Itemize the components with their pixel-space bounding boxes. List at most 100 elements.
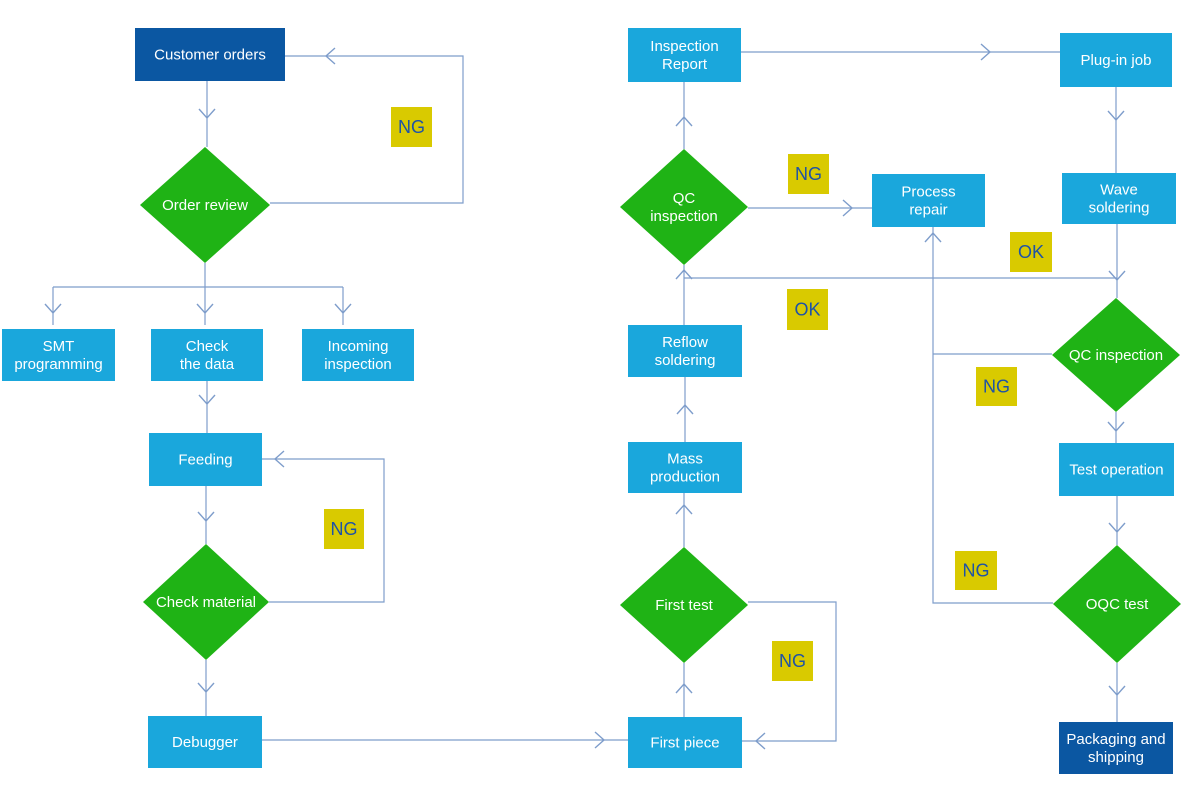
node-order-review: Order review bbox=[140, 147, 270, 263]
qc-inspection-right-diamond bbox=[1052, 298, 1180, 412]
node-customer-orders: Customer orders bbox=[135, 28, 285, 81]
plug-in-job-box bbox=[1060, 33, 1172, 87]
e-checkmat-ng-loop-arrowhead-left-icon bbox=[273, 450, 285, 468]
node-debugger: Debugger bbox=[148, 716, 262, 768]
e-oqc-to-packaging-arrowhead-down-icon bbox=[1108, 685, 1126, 697]
oqc-test-diamond bbox=[1053, 545, 1181, 663]
ng-oqc-label: NG bbox=[963, 561, 990, 581]
e-report-to-plugin-arrowhead-right-icon bbox=[980, 43, 992, 61]
e-qcmid-ng-to-repair-arrowhead-right-icon bbox=[842, 199, 854, 217]
test-operation-label: Test operation bbox=[1069, 462, 1163, 479]
test-operation-box bbox=[1059, 443, 1174, 496]
incoming-inspection-box bbox=[302, 329, 414, 381]
feeding-label: Feeding bbox=[178, 452, 232, 469]
e-checkmat-ng-loop bbox=[262, 458, 385, 603]
ng-order-review-label: NG bbox=[398, 117, 425, 137]
e-orders-to-review-arrowhead-down-icon bbox=[198, 108, 216, 120]
ng-first-test-box bbox=[772, 641, 813, 681]
ng-qc-right-label: NG bbox=[983, 377, 1010, 397]
ng-check-material-label: NG bbox=[331, 519, 358, 539]
debugger-label: Debugger bbox=[172, 734, 238, 751]
e-plugin-to-wave-arrowhead-down-icon bbox=[1107, 110, 1125, 122]
e-firsttest-to-mass-arrowhead-up-icon bbox=[675, 503, 693, 515]
reflow-soldering-box bbox=[628, 325, 742, 377]
e-oqc-ng-to-repair-arrowhead-up-icon bbox=[924, 231, 942, 243]
tag-ng-qc-mid: NG bbox=[788, 154, 829, 194]
customer-orders-box bbox=[135, 28, 285, 81]
ok-reflow-box bbox=[787, 289, 828, 330]
node-feeding: Feeding bbox=[149, 433, 262, 486]
first-piece-label: First piece bbox=[650, 735, 719, 752]
node-first-piece: First piece bbox=[628, 717, 742, 768]
e-split-to-incoming-arrowhead-down-icon bbox=[334, 303, 352, 315]
node-oqc-test: OQC test bbox=[1053, 545, 1181, 663]
e-checkdata-to-feeding-arrowhead-down-icon bbox=[198, 394, 216, 406]
customer-orders-label: Customer orders bbox=[154, 47, 266, 64]
e-oqc-ng-to-repair bbox=[932, 227, 1053, 604]
ng-qc-right-box bbox=[976, 367, 1017, 406]
smt-programming-box bbox=[2, 329, 115, 381]
first-test-label: First test bbox=[655, 597, 713, 614]
e-review-ng-loop bbox=[270, 55, 464, 204]
node-qc-inspection-right: QC inspection bbox=[1052, 298, 1180, 412]
e-debugger-to-firstpiece-arrowhead-right-icon bbox=[594, 731, 606, 749]
ok-wave-box bbox=[1010, 232, 1052, 272]
qc-inspection-mid-diamond bbox=[620, 149, 748, 265]
ng-check-material-box bbox=[324, 509, 364, 549]
wave-soldering-box bbox=[1062, 173, 1176, 224]
check-material-label: Check material bbox=[156, 594, 256, 611]
ok-wave-label: OK bbox=[1018, 242, 1044, 262]
node-check-material: Check material bbox=[143, 544, 269, 660]
e-qcmid-to-report-arrowhead-up-icon bbox=[675, 115, 693, 127]
e-testop-to-oqc-arrowhead-down-icon bbox=[1108, 522, 1126, 534]
mass-production-box bbox=[628, 442, 742, 493]
e-firsttest-ng-loop-arrowhead-left-icon bbox=[754, 732, 766, 750]
node-plug-in-job: Plug-in job bbox=[1060, 33, 1172, 87]
debugger-box bbox=[148, 716, 262, 768]
order-review-label: Order review bbox=[162, 197, 248, 214]
e-review-ng-loop-arrowhead-left-icon bbox=[324, 47, 336, 65]
oqc-test-label: OQC test bbox=[1086, 596, 1149, 613]
check-the-data-box bbox=[151, 329, 263, 381]
ng-first-test-label: NG bbox=[779, 651, 806, 671]
tag-ng-check-material: NG bbox=[324, 509, 364, 549]
tag-ng-oqc: NG bbox=[955, 551, 997, 590]
packaging-shipping-box bbox=[1059, 722, 1173, 774]
e-qcright-to-testop-arrowhead-down-icon bbox=[1107, 421, 1125, 433]
plug-in-job-label: Plug-in job bbox=[1081, 52, 1152, 69]
feeding-box bbox=[149, 433, 262, 486]
e-checkmat-to-debugger-arrowhead-down-icon bbox=[197, 682, 215, 694]
process-repair-box bbox=[872, 174, 985, 227]
inspection-report-box bbox=[628, 28, 741, 82]
e-feeding-to-checkmat-arrowhead-down-icon bbox=[197, 511, 215, 523]
qc-inspection-right-label: QC inspection bbox=[1069, 347, 1163, 364]
node-first-test: First test bbox=[620, 547, 748, 663]
tag-ng-qc-right: NG bbox=[976, 367, 1017, 406]
tag-ok-wave: OK bbox=[1010, 232, 1052, 272]
e-wave-to-qcright-arrowhead-down-icon bbox=[1108, 270, 1126, 282]
ng-oqc-box bbox=[955, 551, 997, 590]
tag-ok-reflow: OK bbox=[787, 289, 828, 330]
ng-qc-mid-box bbox=[788, 154, 829, 194]
e-firsttest-ng-loop bbox=[742, 601, 837, 742]
ng-qc-mid-label: NG bbox=[795, 164, 822, 184]
node-test-operation: Test operation bbox=[1059, 443, 1174, 496]
first-test-diamond bbox=[620, 547, 748, 663]
e-mass-to-reflow-arrowhead-up-icon bbox=[676, 403, 694, 415]
